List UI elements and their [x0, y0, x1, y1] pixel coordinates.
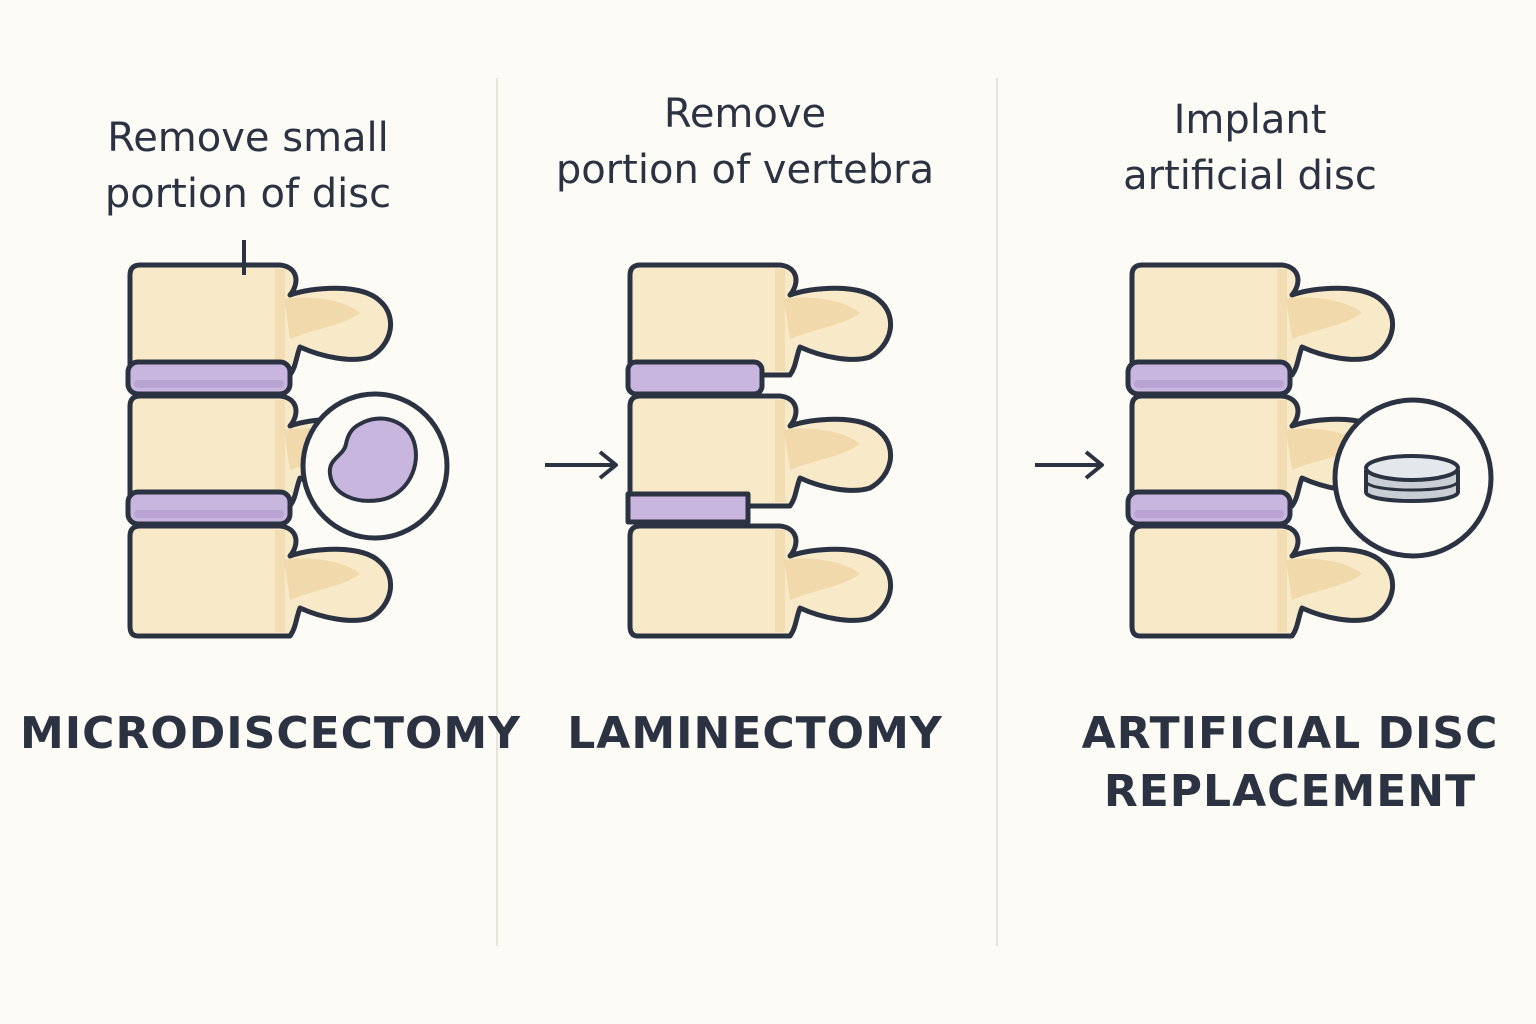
arrow-right-icon-2 — [1035, 450, 1104, 480]
disc-fragment-icon — [300, 391, 450, 541]
panel-divider-2 — [996, 78, 998, 946]
title-microdiscectomy: MICRODISCECTOMY — [20, 708, 522, 759]
arrow-right-icon — [545, 450, 618, 480]
artificial-disc-icon — [1332, 397, 1494, 559]
panel-divider-1 — [496, 78, 498, 946]
spine-stack-2 — [628, 265, 891, 636]
title-laminectomy: LAMINECTOMY — [567, 708, 943, 759]
spine-stack-1 — [128, 240, 391, 636]
